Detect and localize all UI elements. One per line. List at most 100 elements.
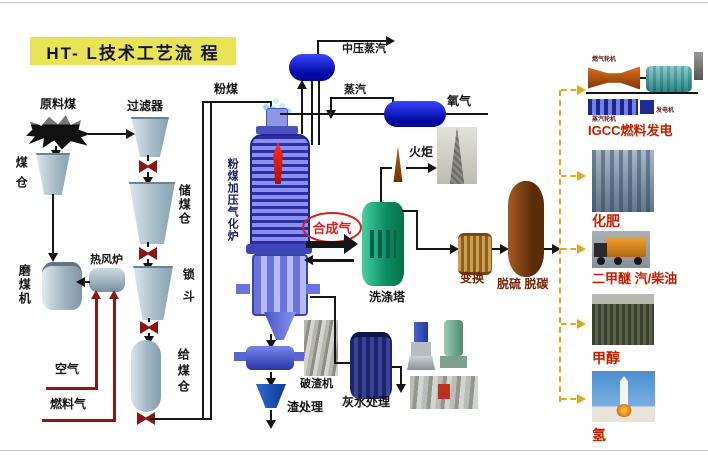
steam-label: 蒸汽 [344,84,366,96]
valve-icon [139,160,157,173]
arrow-icon [126,129,135,139]
dme-diesel-label: 二甲醚 汽/柴油 [592,271,678,286]
filter-label: 过滤器 [127,99,164,113]
pipe-line [270,410,272,422]
arrow-icon [48,253,58,262]
shift-label: 变换 [460,271,485,285]
fertilizer-plant-photo [592,150,654,212]
pipe-line [202,101,204,420]
rocket-flame [616,404,632,417]
hydrogen-label: 氢 [592,427,606,443]
gasifier-vessel [236,100,320,340]
slag-nozzle [294,352,306,361]
truck-wheel [634,257,642,265]
filter-vessel [131,117,169,157]
pump-photo-green [440,320,467,368]
arrow-icon [304,255,313,265]
pipe-line [270,372,272,380]
pipe-line [270,101,272,110]
methanol-label: 甲醇 [592,350,620,366]
product-branch-line [561,398,576,400]
coal-bunker-label: 煤仓 [14,156,29,196]
product-branch-line [561,323,576,325]
raw-coal-pile-icon [26,115,90,150]
pipe-line [310,296,336,298]
pipe-line [380,167,392,169]
pipe-line [88,133,126,135]
forest-photo [592,294,654,345]
pipe-line [330,97,394,99]
pipe-line [317,40,319,54]
scrubber-label: 洗涤塔 [369,290,406,304]
fuel-gas-pipe [42,419,116,422]
pipe-line [416,248,454,250]
steam-drum-vessel [289,54,335,81]
oxygen-vessel [384,101,446,127]
pipe-line [147,259,149,264]
generator-label: 发电机 [656,108,675,114]
pipe-line [147,155,149,161]
hot-stove-vessel [89,268,125,292]
steam-turbine-shape [588,99,638,115]
pipe-line [312,259,354,262]
equipment-detail [438,384,450,399]
slag-cone-vessel [256,384,286,408]
lock-hopper-vessel [133,266,173,320]
pipe-line [55,146,57,151]
flame-icon [273,142,283,184]
truck-photo [592,231,650,268]
page-title: HT- L技术工艺流 程 [30,37,236,65]
storage-bunker-label: 储煤仓 [177,184,192,226]
arrow-icon [577,85,586,95]
arrow-icon [297,80,307,89]
gasifier-cone [264,312,296,340]
truck-cab [594,243,607,257]
coal-bunker-vessel [36,153,70,195]
arrow-icon [500,244,509,254]
valve-icon [137,412,155,425]
air-pipe [95,296,98,389]
pulverized-coal-label: 粉煤 [214,82,239,96]
pipe-line [202,101,272,103]
arrow-icon [577,319,586,329]
hot-stove-label: 热风炉 [90,254,123,266]
pipe-line [400,366,402,386]
pipe-line [317,40,387,42]
valve-icon [139,247,157,260]
rocket-photo [592,371,655,422]
mp-steam-label: 中压蒸汽 [342,43,386,55]
gasifier-shoulder [246,244,312,254]
grey-water-label: 灰水处理 [342,395,391,409]
pipe-line [147,242,149,247]
gasifier-nozzle [236,284,250,294]
flare-icon [393,146,403,182]
slag-nozzle [234,352,246,361]
fuel-gas-label: 燃料气 [50,397,87,411]
frame-line-top [0,2,708,3]
pipe-line [380,168,382,204]
truck-wheel [614,257,622,265]
flare-tower-photo [437,127,477,184]
slag-crusher-photo [304,320,338,376]
product-branch-line [561,175,576,177]
pump-base [440,356,467,368]
pipe-line [270,334,272,342]
generator-shape [646,66,692,92]
arrow-icon [143,177,153,186]
tower-lattice [449,127,465,184]
pipe-line [492,248,504,250]
flare-label: 火炬 [409,145,434,159]
product-branch-line [561,248,576,250]
arrow-icon [396,384,406,393]
arrow-icon [428,163,437,173]
pump-body [444,320,463,356]
pipe-line [52,194,54,254]
pipe-line [392,366,402,368]
gasifier-nozzle [306,284,320,294]
pipe-line [84,281,90,283]
scrubber-vessel [362,202,404,286]
arrow-icon [577,394,586,404]
mill-label: 磨煤机 [17,264,32,306]
arrow-icon [577,244,586,254]
shift-vessel [458,233,492,275]
